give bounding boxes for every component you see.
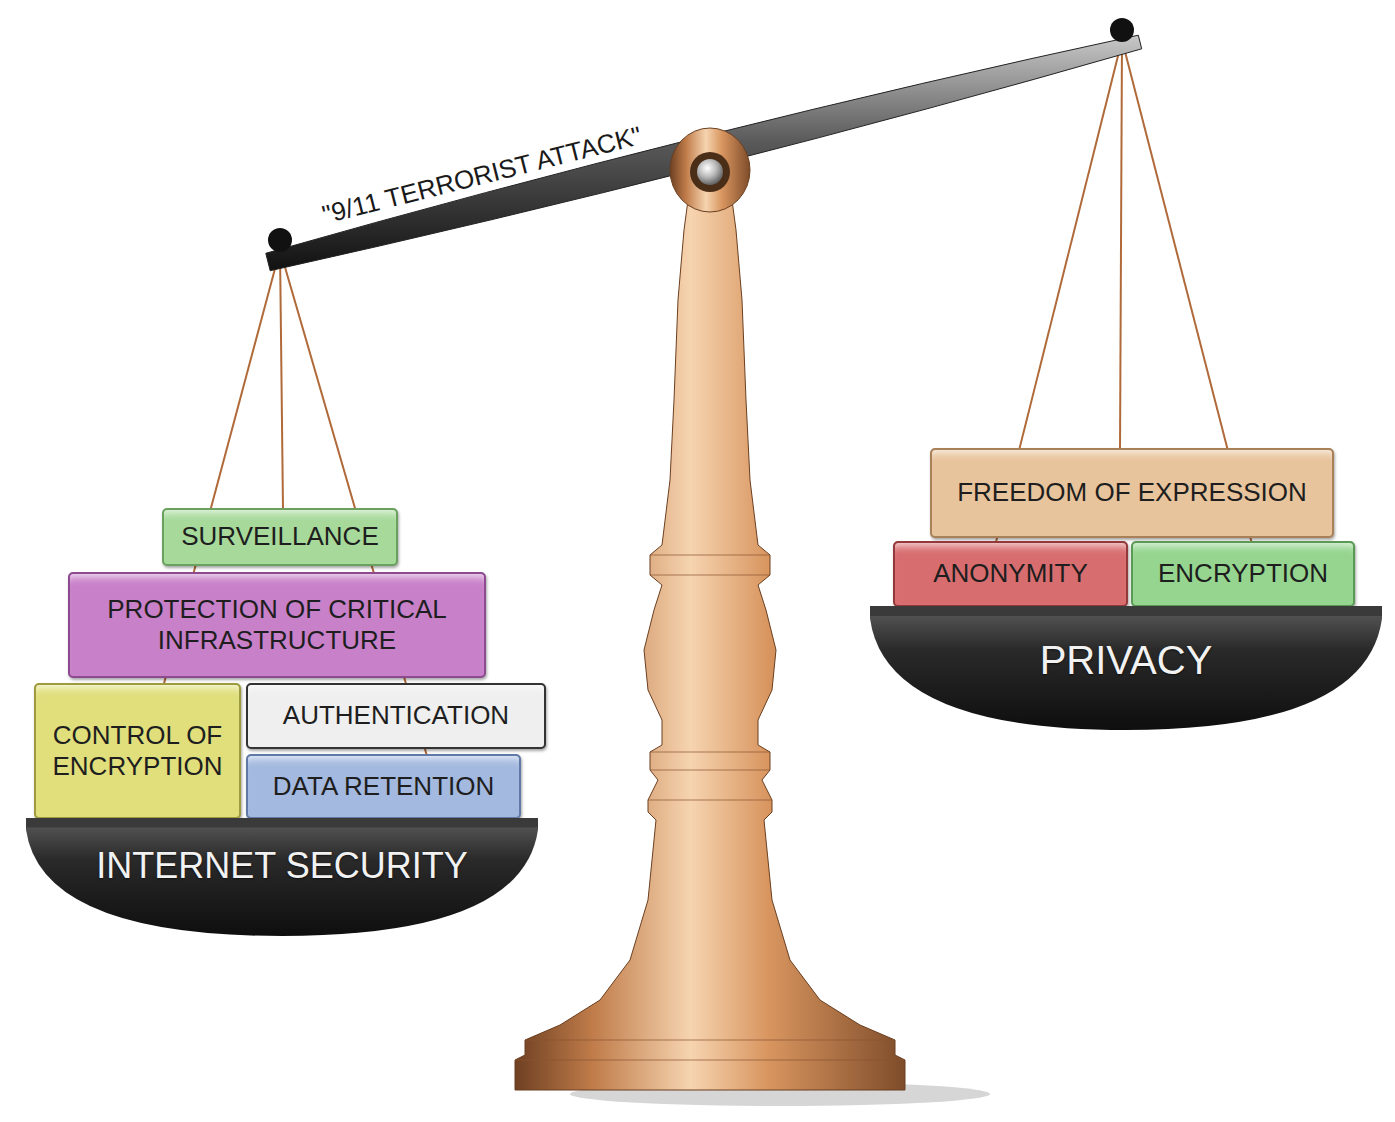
block-label: FREEDOM OF EXPRESSION <box>957 477 1307 508</box>
weight-block: ANONYMITY <box>893 541 1128 607</box>
column-rings <box>515 555 905 1060</box>
block-label: ENCRYPTION <box>1158 558 1328 589</box>
block-label: CONTROL OF ENCRYPTION <box>42 720 233 782</box>
weight-block: ENCRYPTION <box>1131 541 1355 607</box>
pivot-ring <box>690 152 730 192</box>
block-label: DATA RETENTION <box>273 771 495 802</box>
weight-block: CONTROL OF ENCRYPTION <box>34 683 241 819</box>
beam-end-ball <box>1110 18 1134 42</box>
weight-block: SURVEILLANCE <box>162 508 398 566</box>
block-label: ANONYMITY <box>933 558 1088 589</box>
pan-rim <box>870 606 1382 616</box>
block-label: PROTECTION OF CRITICAL INFRASTRUCTURE <box>76 594 478 656</box>
scale-column <box>515 200 905 1090</box>
block-label: SURVEILLANCE <box>181 521 379 552</box>
beam-inscription: "9/11 TERRORIST ATTACK" <box>319 120 645 230</box>
block-label: AUTHENTICATION <box>283 700 509 731</box>
weight-block: FREEDOM OF EXPRESSION <box>930 448 1334 538</box>
pan-rim <box>26 818 538 827</box>
scale-beam <box>266 35 1142 271</box>
pan-bowl-shape <box>26 818 538 936</box>
weight-block: PROTECTION OF CRITICAL INFRASTRUCTURE <box>68 572 486 678</box>
weight-block: AUTHENTICATION <box>246 683 546 749</box>
scale-pan: INTERNET SECURITY <box>26 818 538 936</box>
beam-end-ball <box>268 228 292 252</box>
pivot-ball <box>697 159 723 185</box>
scale-pan: PRIVACY <box>870 606 1382 730</box>
weight-block: DATA RETENTION <box>246 754 521 819</box>
pan-label: PRIVACY <box>1040 636 1213 684</box>
pivot-hub <box>670 128 750 212</box>
pan-label: INTERNET SECURITY <box>96 844 467 887</box>
pan-bowl-shape <box>870 606 1382 730</box>
